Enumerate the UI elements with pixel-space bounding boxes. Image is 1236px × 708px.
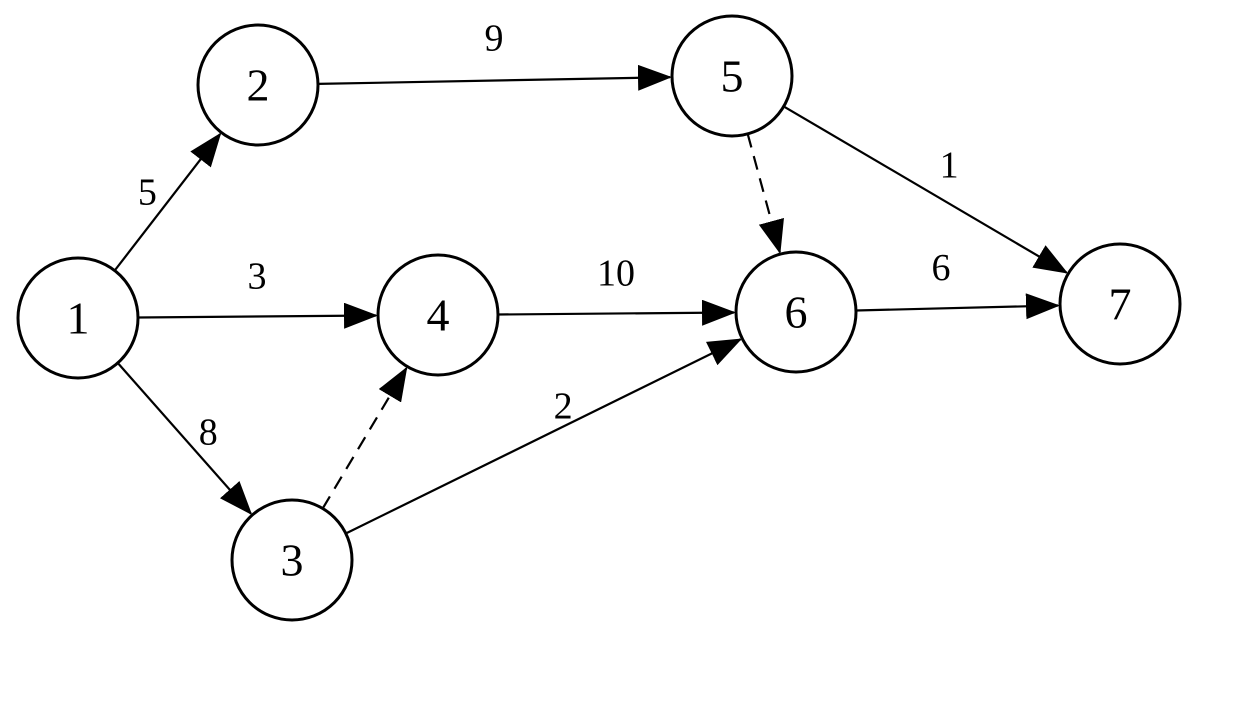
node-label-3: 3 [281,535,304,586]
node-1: 1 [16,256,140,380]
edge-1-2-arrow [113,132,222,272]
node-5: 5 [670,14,794,138]
nodes-layer: 1 2 3 4 5 6 7 [16,14,1182,622]
node-circle-1 [16,256,140,380]
edge-weight-1-2: 5 [138,171,157,213]
node-circle-4 [376,253,500,377]
edge-1-3-arrow [116,362,253,516]
node-label-1: 1 [67,293,90,344]
node-circle-5 [670,14,794,138]
edges-layer: 5 3 8 9 10 2 1 6 [113,18,1069,535]
edge-weight-5-7: 1 [940,145,959,187]
node-circle-3 [230,498,354,622]
node-circle-6 [734,250,858,374]
edge-3-6-arrow [345,338,743,535]
edge-5-6-arrow [746,133,784,255]
node-2: 2 [196,23,320,147]
node-label-6: 6 [785,287,808,338]
edge-weight-4-6: 10 [597,253,635,295]
node-7: 7 [1058,242,1182,366]
node-circle-7 [1058,242,1182,366]
edge-weight-6-7: 6 [932,247,951,289]
edge-weight-3-6: 2 [554,385,573,427]
node-circle-2 [196,23,320,147]
node-label-7: 7 [1109,279,1132,330]
edge-weight-2-5: 9 [485,18,504,60]
node-6: 6 [734,250,858,374]
edge-1-4-arrow [137,302,378,329]
edge-6-7-arrow [855,293,1060,320]
edge-2-5-arrow [317,64,672,91]
node-label-2: 2 [247,60,270,111]
node-3: 3 [230,498,354,622]
node-label-4: 4 [427,290,450,341]
node-label-5: 5 [721,51,744,102]
edge-3-4-arrow [321,366,408,510]
edge-weight-1-3: 8 [199,411,218,453]
edge-5-7-arrow [783,105,1069,274]
node-4: 4 [376,253,500,377]
edge-4-6-arrow [497,299,736,326]
edge-weight-1-4: 3 [248,256,267,298]
